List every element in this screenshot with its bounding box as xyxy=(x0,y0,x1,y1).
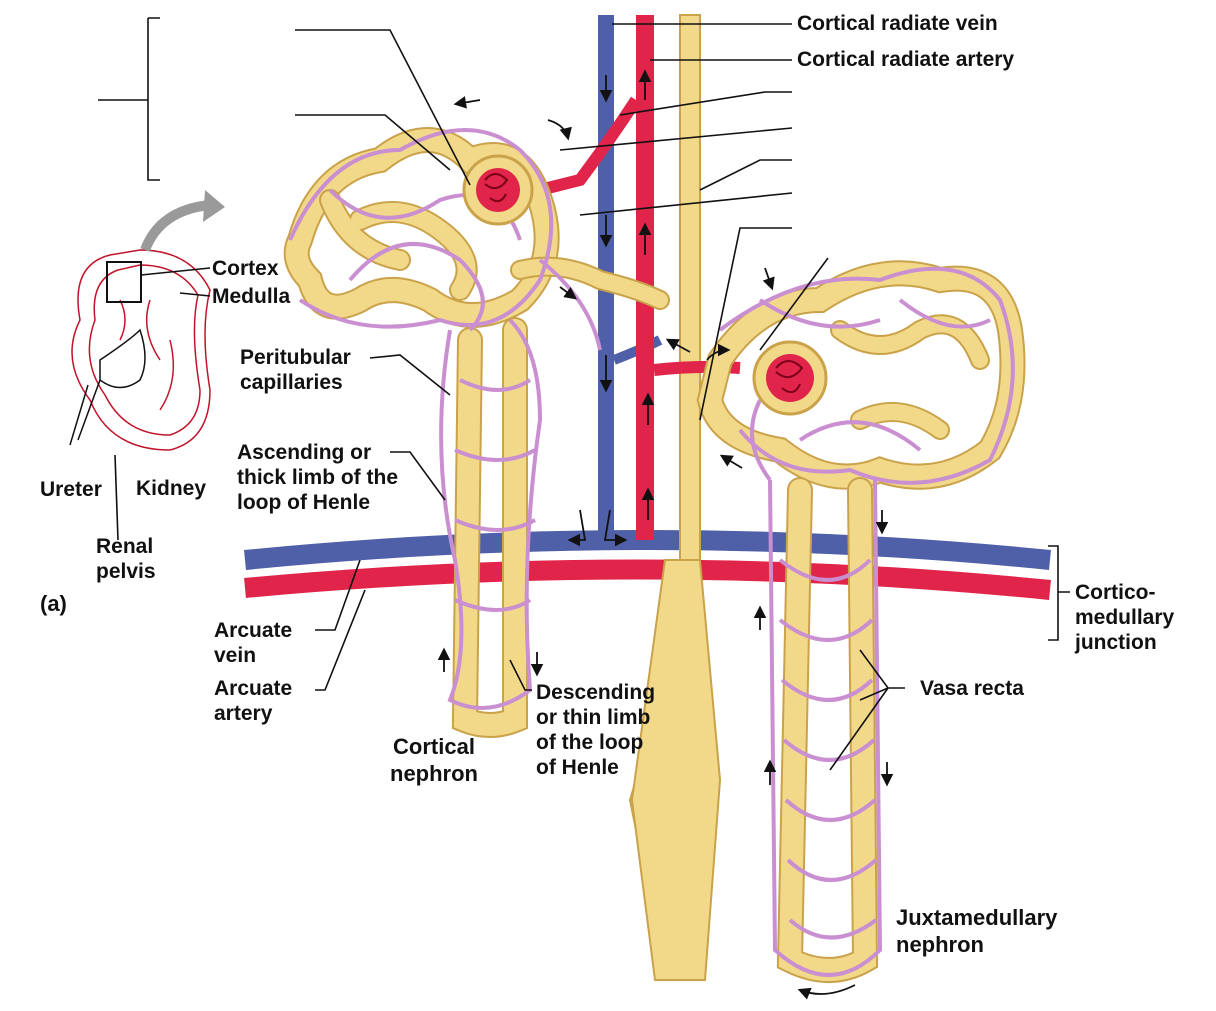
label-peritubular-capillaries: Peritubular capillaries xyxy=(240,346,351,394)
label-panel-a: (a) xyxy=(40,591,67,616)
kidney-pelvis-shape xyxy=(99,328,146,389)
vasa-recta-capillaries xyxy=(718,266,1015,977)
label-descending-limb: Descending or thin limb of the loop of H… xyxy=(536,681,656,779)
label-medulla: Medulla xyxy=(212,285,291,308)
label-cortical-radiate-artery: Cortical radiate artery xyxy=(797,48,1015,71)
ureter-shape xyxy=(69,379,101,446)
arcuate-vein-vessel xyxy=(244,530,1051,570)
juxtamedullary-glomerulus xyxy=(752,340,828,416)
arcuate-artery-vessel xyxy=(244,559,1051,600)
leader-lines xyxy=(98,17,1070,771)
cortical-radiate-artery-vessel xyxy=(636,15,654,540)
cortical-glomerulus xyxy=(462,154,534,226)
label-corticomedullary-junction: Cortico- medullary junction xyxy=(1075,581,1175,654)
flow-arrows xyxy=(437,69,894,1000)
label-arcuate-artery: Arcuate artery xyxy=(214,677,293,725)
label-cortical-radiate-vein: Cortical radiate vein xyxy=(797,12,998,35)
label-arcuate-vein: Arcuate vein xyxy=(214,619,293,667)
label-vasa-recta: Vasa recta xyxy=(920,677,1024,700)
label-cortical-nephron: Cortical nephron xyxy=(390,734,478,786)
kidney-inset-box xyxy=(106,261,142,303)
label-juxtamedullary-nephron: Juxtamedullary nephron xyxy=(896,905,1058,957)
collecting-duct-body xyxy=(630,559,722,981)
zoom-arrow xyxy=(140,200,211,252)
label-kidney: Kidney xyxy=(136,477,207,500)
label-ascending-limb: Ascending or thick limb of the loop of H… xyxy=(237,441,399,514)
label-cortex: Cortex xyxy=(212,257,279,280)
label-renal-pelvis: Renal pelvis xyxy=(96,535,156,583)
label-ureter: Ureter xyxy=(40,478,102,501)
